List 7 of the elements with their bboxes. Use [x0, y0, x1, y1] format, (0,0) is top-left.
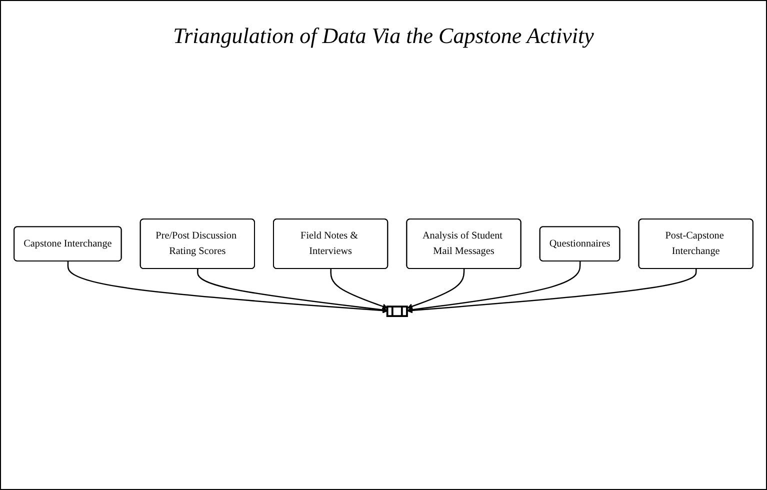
arrow	[407, 269, 465, 310]
node-cube	[386, 306, 408, 318]
diagram-title: Triangulation of Data Via the Capstone Activity	[173, 23, 594, 49]
arrow	[330, 269, 388, 310]
arrow	[407, 262, 581, 313]
arrow	[407, 269, 697, 314]
arrow	[67, 262, 388, 314]
